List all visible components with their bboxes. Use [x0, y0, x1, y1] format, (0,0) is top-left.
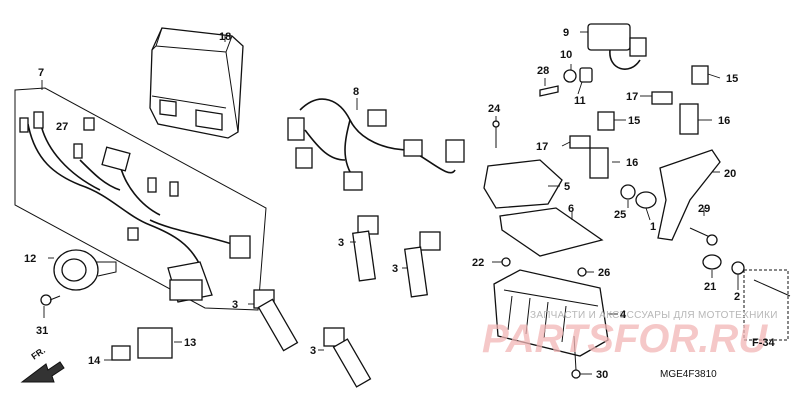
callout-3-coil3: 3: [232, 299, 238, 311]
watermark-brand: PARTSFOR.RU: [482, 317, 768, 361]
watermark: PARTSFOR.RU ЗАПЧАСТИ И АКСЕССУАРЫ ДЛЯ МО…: [482, 310, 778, 361]
callout-3-coil1: 3: [338, 237, 344, 249]
callout-6: 6: [568, 203, 574, 215]
callout-30: 30: [596, 369, 608, 381]
callout-18: 18: [219, 31, 231, 43]
ignition-coil-2: [404, 231, 441, 298]
callout-17-lower: 17: [536, 141, 548, 153]
callout-2: 2: [734, 291, 740, 303]
callout-25: 25: [614, 209, 626, 221]
callout-17-upper: 17: [626, 91, 638, 103]
small-fasteners: [539, 67, 593, 97]
sub-wire-harness: [287, 98, 465, 191]
callout-22: 22: [472, 257, 484, 269]
callout-3-coil2: 3: [392, 263, 398, 275]
grommet-25: [620, 184, 636, 200]
callout-11: 11: [574, 95, 586, 107]
callout-16-upper: 16: [718, 115, 730, 127]
callout-labels: 18 7 27 8 9 10 28 11 15 17 15 16 24 17 1…: [24, 27, 740, 381]
callout-16-lower: 16: [626, 157, 638, 169]
callout-26: 26: [598, 267, 610, 279]
callout-12: 12: [24, 253, 36, 265]
ignition-coil-1: [352, 215, 379, 282]
callout-4: 4: [620, 309, 627, 321]
ignition-coil-4: [323, 327, 372, 388]
callout-14: 14: [88, 355, 101, 367]
callout-7: 7: [38, 67, 44, 79]
fi-control-module: [493, 269, 609, 357]
ecu-unit: [149, 27, 244, 139]
reference-frame: [743, 269, 789, 341]
right-fasteners: [689, 227, 791, 297]
callout-21: 21: [704, 281, 716, 293]
callout-29: 29: [698, 203, 710, 215]
diagram-code: MGE4F3810: [660, 369, 717, 380]
callout-5: 5: [564, 181, 570, 193]
callout-3-coil4: 3: [310, 345, 316, 357]
callout-1: 1: [650, 221, 656, 233]
callout-24: 24: [488, 103, 501, 115]
front-direction-arrow: [20, 361, 65, 383]
connector-14: [111, 345, 131, 361]
callout-15-lower: 15: [628, 115, 640, 127]
ignition-coil-3: [253, 289, 299, 352]
harness-clip: [83, 117, 95, 131]
watermark-tagline: ЗАПЧАСТИ И АКСЕССУАРЫ ДЛЯ МОТОТЕХНИКИ: [530, 310, 778, 321]
horn: [53, 249, 117, 291]
callout-20: 20: [724, 168, 736, 180]
callout-27: 27: [56, 121, 68, 133]
screw-22: [501, 257, 511, 267]
bolt-31: [40, 294, 61, 306]
leader-lines: [41, 31, 739, 375]
callout-8: 8: [353, 86, 359, 98]
grommet-1: [635, 191, 657, 209]
control-box: [137, 327, 173, 359]
front-label: FR.: [29, 345, 47, 362]
bolt-30: [571, 335, 581, 379]
screw-26: [577, 267, 587, 277]
callout-15-upper: 15: [726, 73, 738, 85]
callout-13: 13: [184, 337, 196, 349]
callout-28: 28: [537, 65, 549, 77]
mounting-plate: [657, 149, 721, 241]
tilt-sensor: [587, 23, 647, 70]
bracket-assembly: [483, 120, 563, 209]
control-unit-cover: [499, 207, 604, 257]
callout-9: 9: [563, 27, 569, 39]
callout-31: 31: [36, 325, 48, 337]
callout-10: 10: [560, 49, 572, 61]
main-wire-harness: [14, 87, 267, 311]
reference-label: F-34: [752, 337, 776, 349]
